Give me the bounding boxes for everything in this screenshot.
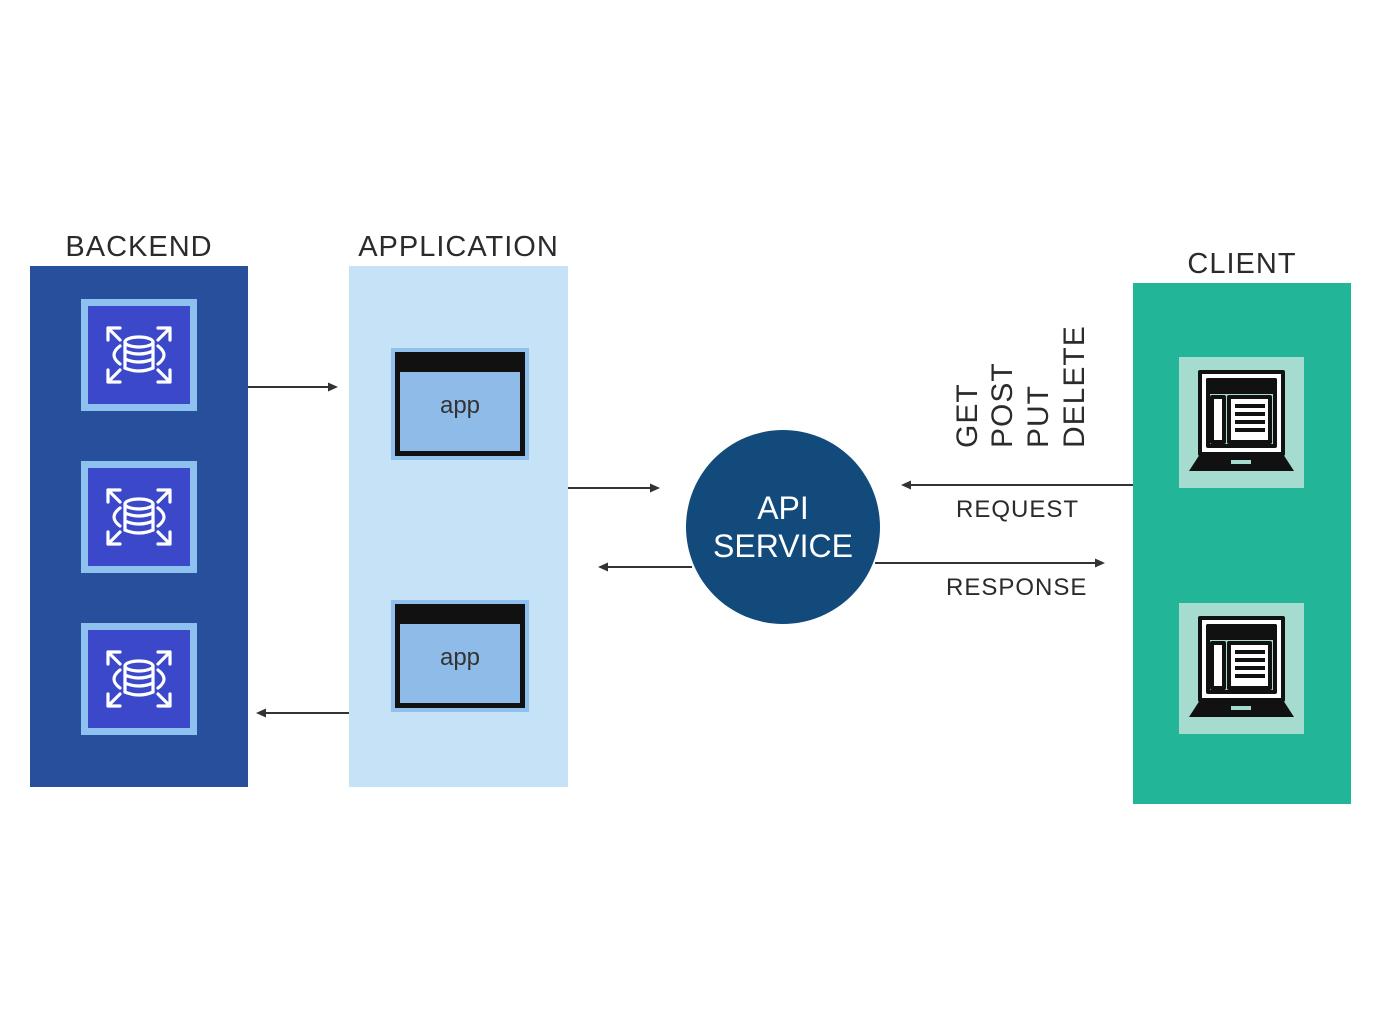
client-panel xyxy=(1133,283,1351,804)
app-window-label: app xyxy=(439,391,481,419)
request-label: REQUEST xyxy=(956,496,1080,523)
laptop-icon xyxy=(1189,616,1294,717)
method-put: PUT xyxy=(1022,385,1055,448)
api-service-label-line2: SERVICE xyxy=(713,528,853,564)
client-device-tile[interactable] xyxy=(1179,603,1304,734)
backend-panel xyxy=(30,266,248,787)
application-title: APPLICATION xyxy=(358,231,559,263)
api-service-label-line1: API xyxy=(757,490,809,526)
application-panel: app app xyxy=(349,266,568,787)
arrowhead xyxy=(328,382,338,392)
arrowhead xyxy=(650,483,660,493)
database-expand-icon xyxy=(106,326,172,384)
client-title: CLIENT xyxy=(1187,248,1297,280)
client-device-tile[interactable] xyxy=(1179,357,1304,488)
response-label: RESPONSE xyxy=(946,574,1088,601)
method-post: POST xyxy=(986,362,1019,448)
app-window-label: app xyxy=(439,643,481,671)
database-tile[interactable] xyxy=(81,461,197,573)
database-expand-icon xyxy=(106,488,172,546)
laptop-icon xyxy=(1189,370,1294,471)
database-expand-icon xyxy=(106,650,172,708)
database-tile[interactable] xyxy=(81,299,197,411)
app-window[interactable]: app xyxy=(391,600,529,712)
app-window[interactable]: app xyxy=(391,348,529,460)
arrowhead xyxy=(1095,558,1105,568)
method-delete: DELETE xyxy=(1058,325,1091,448)
api-service-node[interactable]: API SERVICE xyxy=(686,430,880,624)
arrowhead xyxy=(256,708,266,718)
backend-title: BACKEND xyxy=(65,231,213,263)
method-get: GET xyxy=(951,383,984,448)
arrowhead xyxy=(901,480,911,490)
database-tile[interactable] xyxy=(81,623,197,735)
arrowhead xyxy=(598,562,608,572)
